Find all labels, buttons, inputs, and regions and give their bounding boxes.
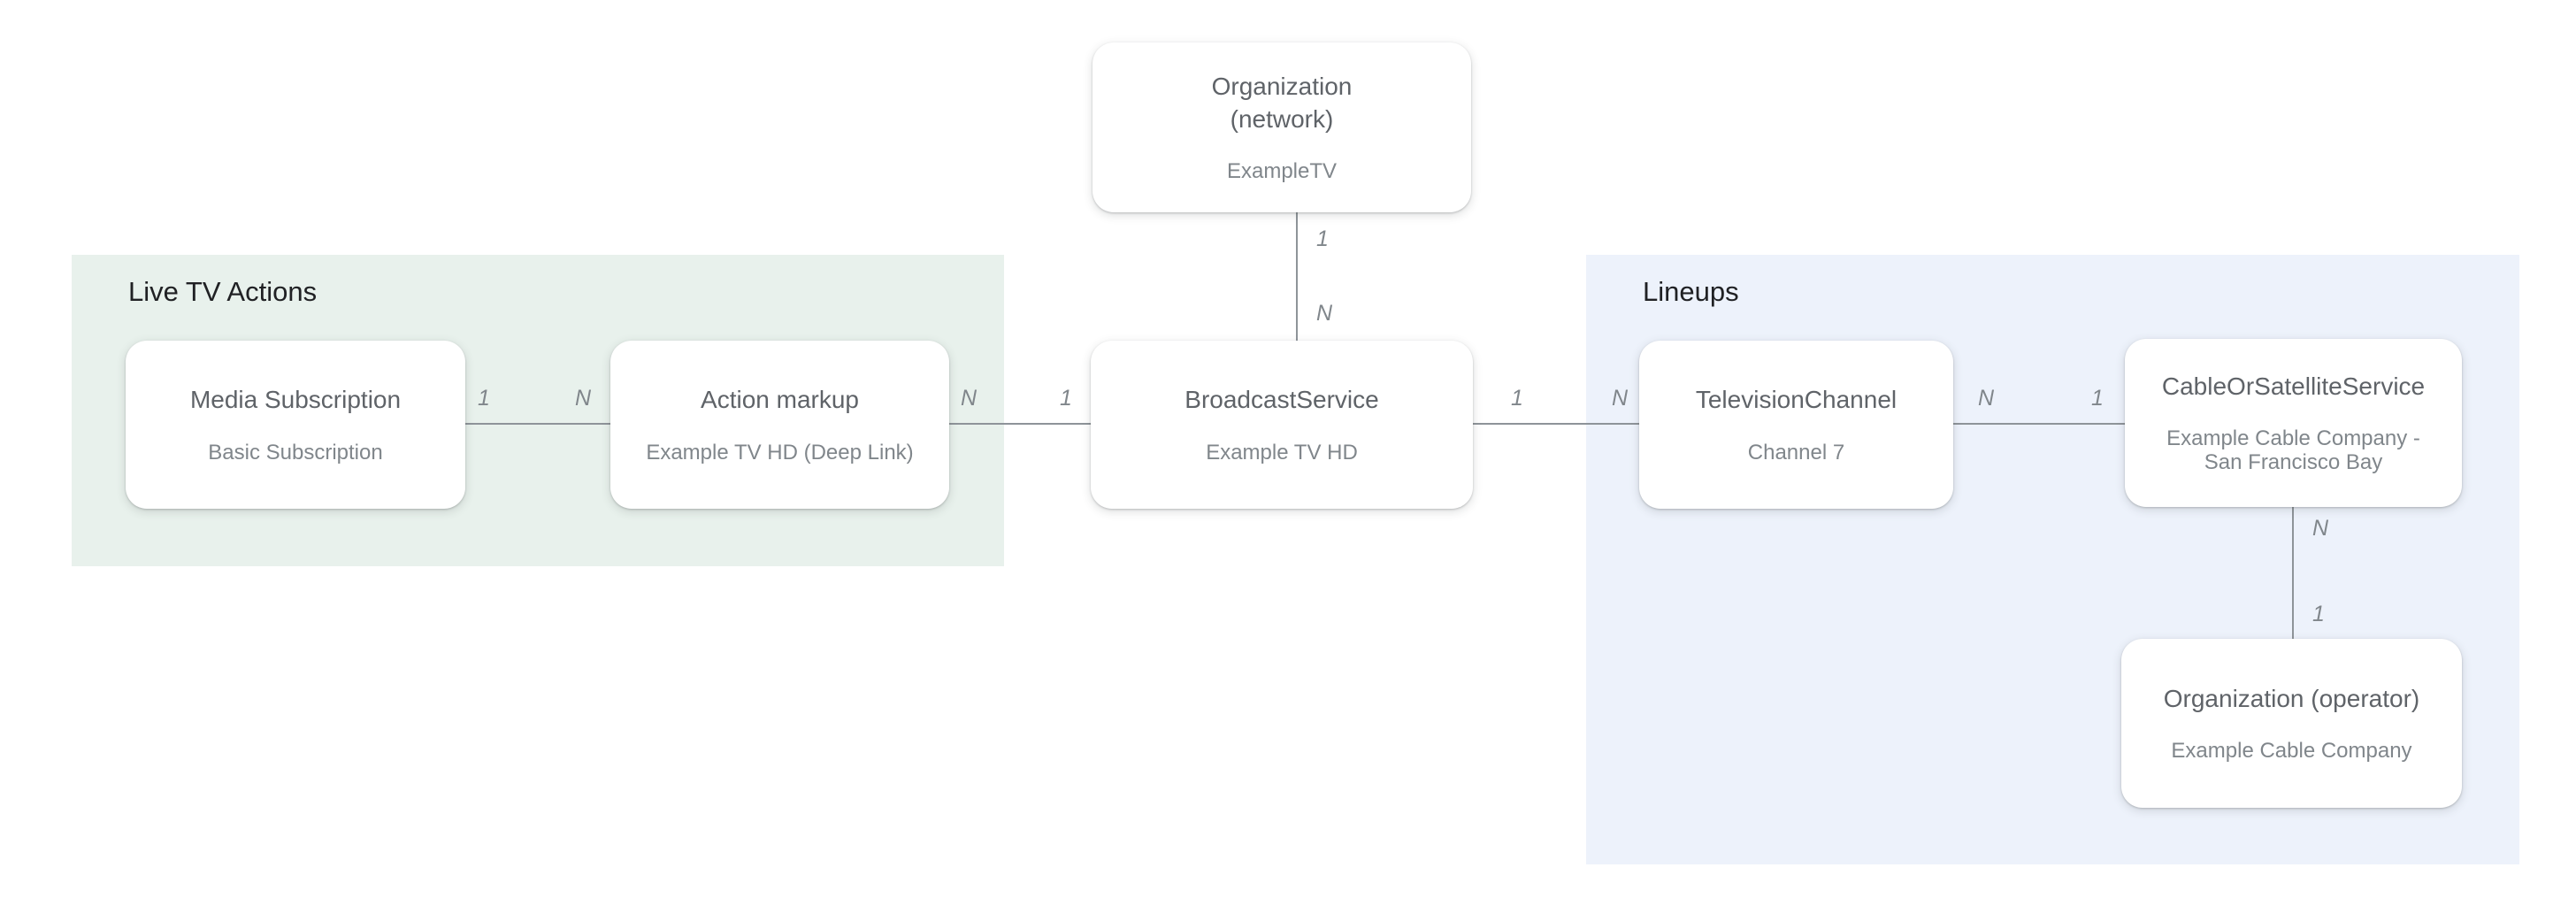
node-action-markup: Action markup Example TV HD (Deep Link) xyxy=(610,341,949,509)
cardinality-label: 1 xyxy=(478,386,490,411)
node-subtitle: Channel 7 xyxy=(1747,440,1845,465)
connector-media-to-action xyxy=(465,423,610,425)
node-subtitle: Example TV HD xyxy=(1206,440,1358,465)
cardinality-label: 1 xyxy=(1060,386,1072,411)
node-subtitle: Example Cable Company - San Francisco Ba… xyxy=(2166,426,2420,475)
node-media-subscription: Media Subscription Basic Subscription xyxy=(126,341,465,509)
node-subtitle: Basic Subscription xyxy=(208,440,383,465)
node-title: CableOrSatelliteService xyxy=(2161,372,2426,400)
cardinality-label: 1 xyxy=(2312,602,2325,626)
cardinality-label: N xyxy=(1978,386,1995,411)
node-organization-network: Organization (network) ExampleTV xyxy=(1092,42,1471,212)
region-label-live-tv-actions: Live TV Actions xyxy=(128,276,318,307)
node-title: Action markup xyxy=(701,386,859,414)
node-title: Organization (operator) xyxy=(2163,684,2420,712)
node-subtitle: ExampleTV xyxy=(1226,158,1338,183)
node-title: TelevisionChannel xyxy=(1695,386,1898,414)
node-broadcast-service: BroadcastService Example TV HD xyxy=(1091,341,1473,509)
cardinality-label: 1 xyxy=(1511,386,1523,411)
node-subtitle: Example Cable Company xyxy=(2171,739,2412,764)
node-television-channel: TelevisionChannel Channel 7 xyxy=(1639,341,1953,509)
connector-cable-to-operator xyxy=(2292,507,2294,639)
connector-channel-to-cable xyxy=(1953,423,2125,425)
cardinality-label: N xyxy=(1316,301,1333,326)
node-subtitle: Example TV HD (Deep Link) xyxy=(646,440,914,465)
cardinality-label: N xyxy=(961,386,978,411)
node-cable-or-satellite-service: CableOrSatelliteService Example Cable Co… xyxy=(2125,339,2462,507)
cardinality-label: N xyxy=(575,386,592,411)
cardinality-label: N xyxy=(2312,516,2329,541)
cardinality-label: 1 xyxy=(2091,386,2104,411)
node-title: Organization (network) xyxy=(1211,73,1353,133)
connector-broadcast-to-channel xyxy=(1473,423,1639,425)
cardinality-label: 1 xyxy=(1316,226,1329,251)
connector-network-to-broadcast xyxy=(1296,212,1298,341)
node-title: Media Subscription xyxy=(189,386,402,414)
region-label-lineups: Lineups xyxy=(1643,276,1739,307)
node-title: BroadcastService xyxy=(1184,386,1379,414)
connector-action-to-broadcast xyxy=(949,423,1091,425)
node-organization-operator: Organization (operator) Example Cable Co… xyxy=(2121,639,2462,808)
cardinality-label: N xyxy=(1612,386,1629,411)
